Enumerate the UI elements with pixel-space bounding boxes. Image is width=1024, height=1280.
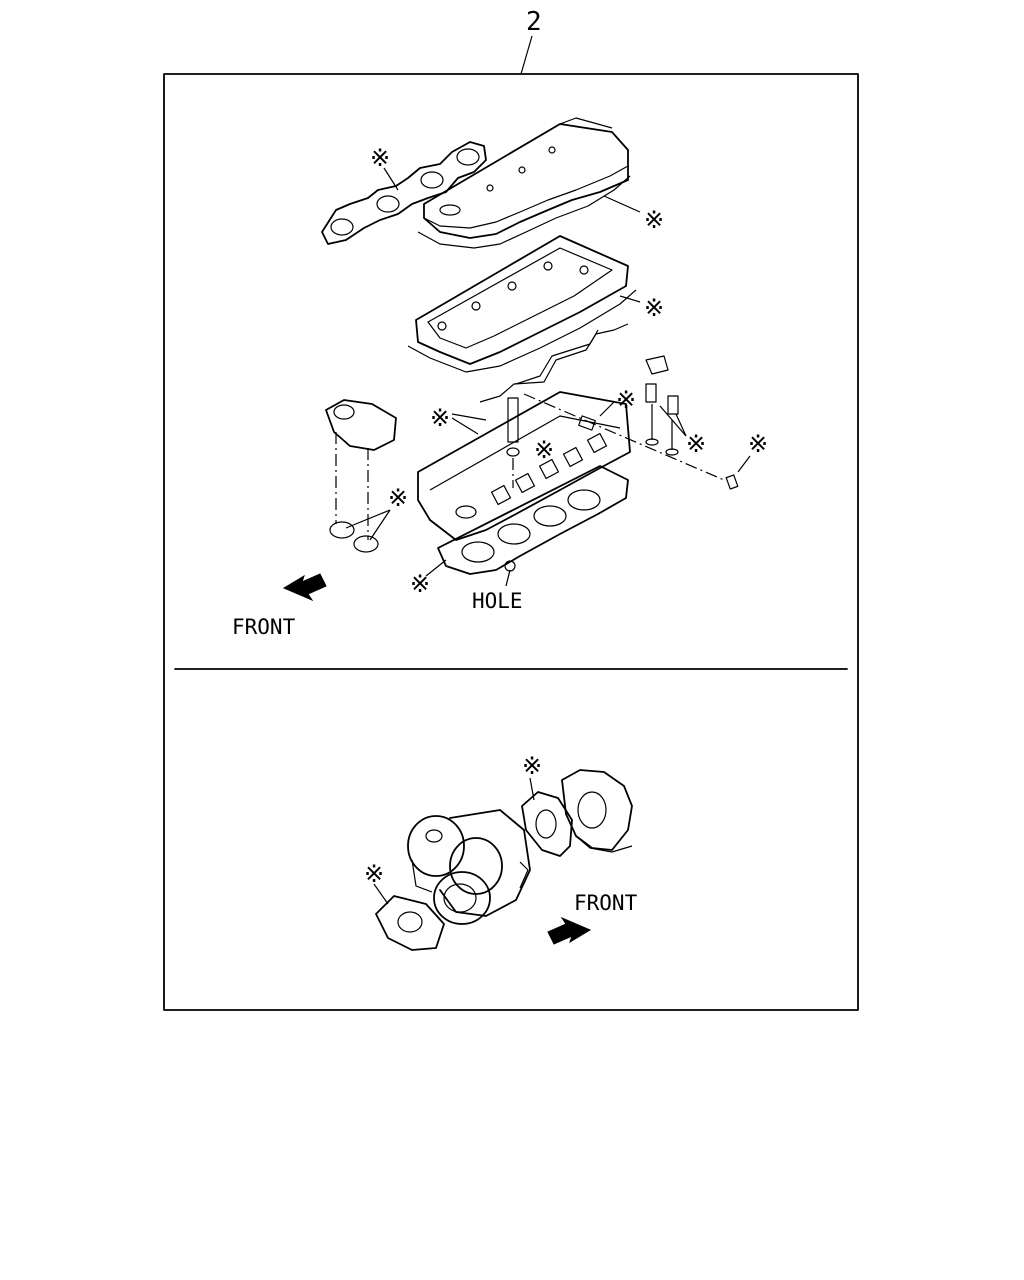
screw-plug [725, 474, 739, 490]
marker-screw-plug: ※ [748, 430, 768, 458]
exhaust-manifold-gasket [321, 141, 487, 245]
injector [506, 393, 725, 488]
o-ring-right [353, 535, 379, 553]
front-arrow-lower-icon [547, 916, 592, 945]
adapter-gasket [521, 791, 573, 857]
marker-turbine-gasket: ※ [364, 860, 384, 888]
callout-number: 2 [526, 7, 542, 37]
marker-valve-stem-seal: ※ [616, 386, 636, 414]
cam-carrier-frame [407, 235, 637, 373]
front-label-upper: FRONT [232, 615, 296, 639]
exhaust-adapter [561, 769, 633, 853]
water-outlet [325, 399, 397, 540]
marker-o-ring: ※ [388, 484, 408, 512]
front-arrow-upper-icon [282, 573, 327, 602]
injector-pipe [479, 323, 629, 403]
marker-head-gasket: ※ [410, 570, 430, 598]
marker-valve-spring: ※ [686, 430, 706, 458]
marker-nozzle-gasket: ※ [534, 436, 554, 464]
front-label-lower: FRONT [574, 891, 638, 915]
marker-frame-gasket: ※ [644, 294, 664, 322]
cylinder-head [417, 391, 631, 541]
marker-injector-seal: ※ [430, 404, 450, 432]
hole-leader [505, 569, 511, 587]
cylinder-head-cover [417, 117, 631, 249]
o-ring-left [329, 521, 355, 539]
marker-adapter-gasket: ※ [522, 752, 542, 780]
valve-parts [645, 355, 679, 456]
hole-label: HOLE [472, 589, 523, 613]
turbocharger [407, 809, 531, 925]
injector-pipe-2 [515, 329, 599, 385]
diagram-frame [163, 73, 859, 1011]
turbine-gasket [375, 895, 445, 951]
marker-head-cover: ※ [644, 206, 664, 234]
callout-leader [520, 35, 533, 75]
marker-exhaust-gasket: ※ [370, 144, 390, 172]
